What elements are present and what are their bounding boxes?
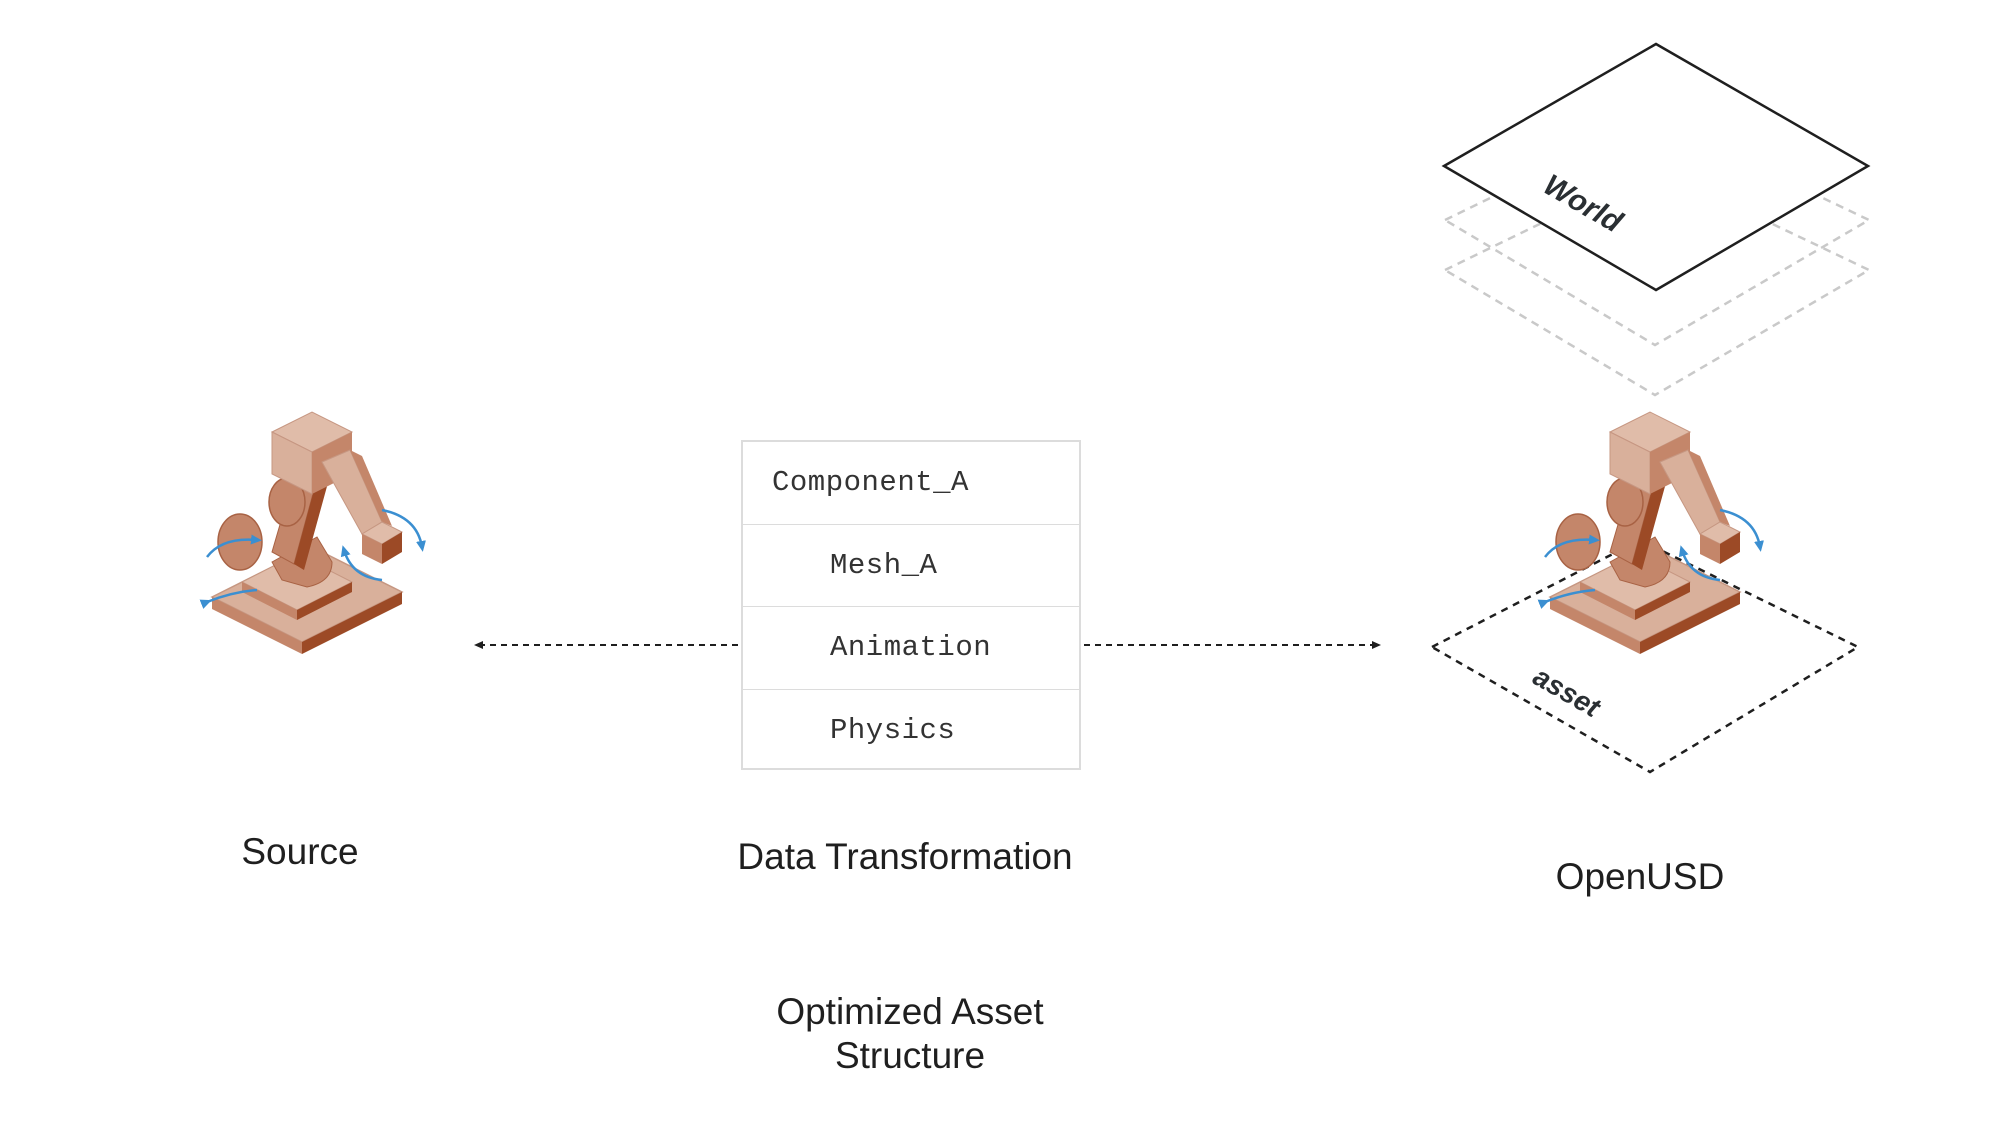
world-plane <box>1441 42 1871 292</box>
openusd-robot-icon <box>1537 411 1764 655</box>
stack-row-mesh: Mesh_A <box>743 525 1079 607</box>
rotation-arrow-icon <box>1719 508 1764 552</box>
source-label: Source <box>241 831 359 872</box>
asset-plane-label: asset <box>1528 660 1607 723</box>
asset-structure-label: Optimized Asset Structure <box>776 991 1044 1076</box>
rotation-arrow-icon <box>1678 545 1721 582</box>
rotation-arrow-icon <box>1544 534 1600 558</box>
rotation-arrow-icon <box>206 534 262 558</box>
rotation-arrow-icon <box>1537 588 1596 609</box>
rotation-arrow-icon <box>199 588 258 609</box>
stack-row-component: Component_A <box>743 442 1079 525</box>
stack-row-physics: Physics <box>830 714 956 748</box>
data-transformation-label: Data Transformation <box>737 836 1073 877</box>
source-robot-icon <box>199 411 426 655</box>
stack-row-animation: Animation <box>743 607 1079 690</box>
openusd-label: OpenUSD <box>1555 856 1725 897</box>
rotation-arrow-icon <box>381 508 426 552</box>
component-stack: Component_A Mesh_A Animation Physics <box>741 440 1081 770</box>
rotation-arrow-icon <box>340 545 383 582</box>
